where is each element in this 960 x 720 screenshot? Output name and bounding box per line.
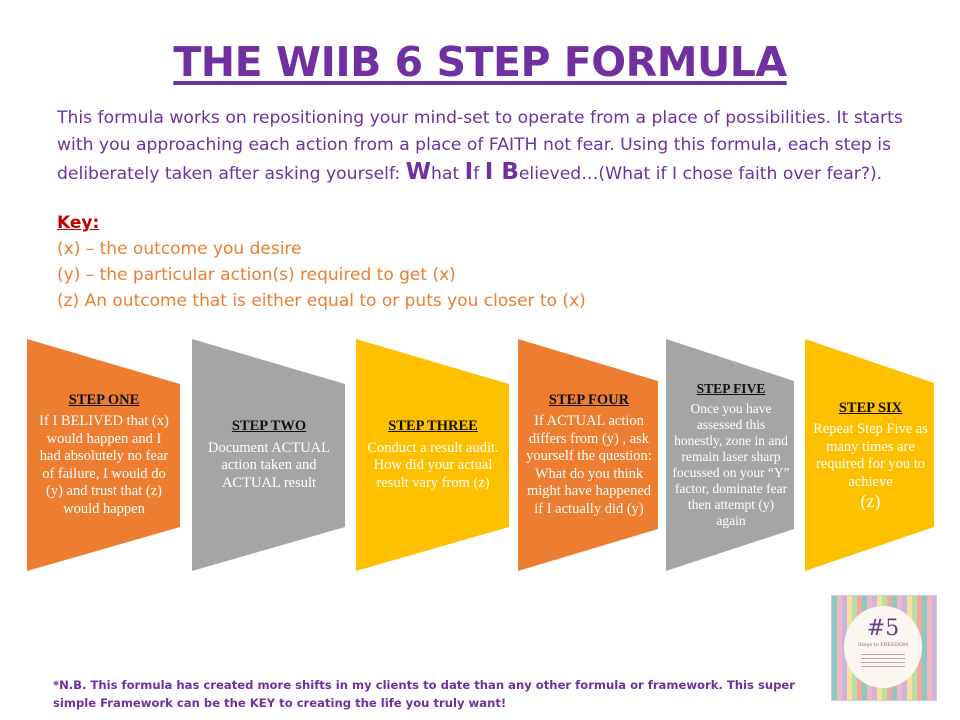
intro-paragraph: This formula works on repositioning your… bbox=[57, 105, 917, 188]
step-five: STEP FIVE Once you have assessed this ho… bbox=[666, 339, 796, 571]
intro-text: This formula works on repositioning your… bbox=[57, 108, 903, 184]
step-three-title: STEP THREE bbox=[388, 418, 478, 434]
step-six-body: Repeat Step Five as many times are requi… bbox=[813, 421, 928, 490]
step-one-arrow-shape bbox=[27, 339, 180, 571]
step-one-title: STEP ONE bbox=[68, 391, 140, 408]
step-two: STEP TWO Document ACTUAL action taken an… bbox=[192, 339, 347, 571]
intro-b: B bbox=[501, 159, 519, 185]
step-three: STEP THREE Conduct a result audit. How d… bbox=[356, 339, 511, 571]
key-item-x: (x) – the outcome you desire bbox=[57, 239, 302, 259]
intro-hat: hat bbox=[431, 164, 465, 184]
intro-i: I bbox=[464, 159, 474, 185]
intro-ii: I bbox=[484, 159, 502, 185]
step-three-arrow-shape bbox=[356, 339, 509, 571]
step-six-tail: (z) bbox=[860, 491, 881, 511]
step-two-arrow-shape bbox=[192, 339, 345, 571]
step-one: STEP ONE If I BELIVED that (x) would hap… bbox=[27, 339, 182, 571]
step-four: STEP FOUR If ACTUAL action differs from … bbox=[518, 339, 660, 571]
step-two-body: Document ACTUAL action taken and ACTUAL … bbox=[207, 439, 331, 491]
step-four-body: If ACTUAL action differs from (y) , ask … bbox=[526, 413, 652, 517]
step-four-arrow-shape bbox=[518, 339, 658, 571]
step-five-body: Once you have assessed this honestly, zo… bbox=[672, 401, 790, 528]
footer-note: *N.B. This formula has created more shif… bbox=[53, 678, 795, 710]
intro-w: W bbox=[405, 159, 432, 185]
step-three-body: Conduct a result audit. How did your act… bbox=[367, 439, 499, 491]
book-cover-lines bbox=[861, 651, 905, 670]
book-cover-image: #5 Steps to FREEDOM bbox=[831, 595, 937, 701]
step-six-arrow-shape bbox=[805, 339, 934, 571]
step-five-arrow-shape bbox=[666, 339, 794, 571]
key-item-y: (y) – the particular action(s) required … bbox=[57, 265, 456, 285]
step-one-body: If I BELIVED that (x) would happen and I… bbox=[39, 413, 169, 517]
step-six-title: STEP SIX bbox=[838, 399, 903, 416]
book-cover-subtitle: Steps to FREEDOM bbox=[857, 642, 909, 648]
step-two-title: STEP TWO bbox=[231, 418, 307, 434]
step-four-title: STEP FOUR bbox=[548, 391, 630, 408]
book-cover-number: #5 bbox=[866, 616, 900, 641]
page-title: THE WIIB 6 STEP FORMULA bbox=[173, 38, 787, 86]
intro-f: f bbox=[473, 164, 485, 184]
key-section: Key: (x) – the outcome you desire (y) – … bbox=[57, 210, 757, 314]
key-item-z: (z) An outcome that is either equal to o… bbox=[57, 291, 586, 311]
book-cover-circle: #5 Steps to FREEDOM bbox=[844, 606, 922, 688]
step-six: STEP SIX Repeat Step Five as many times … bbox=[805, 339, 936, 571]
step-five-title: STEP FIVE bbox=[696, 381, 766, 396]
intro-elieved: elieved…(What if I chose faith over fear… bbox=[518, 164, 883, 184]
key-label: Key: bbox=[57, 213, 100, 233]
